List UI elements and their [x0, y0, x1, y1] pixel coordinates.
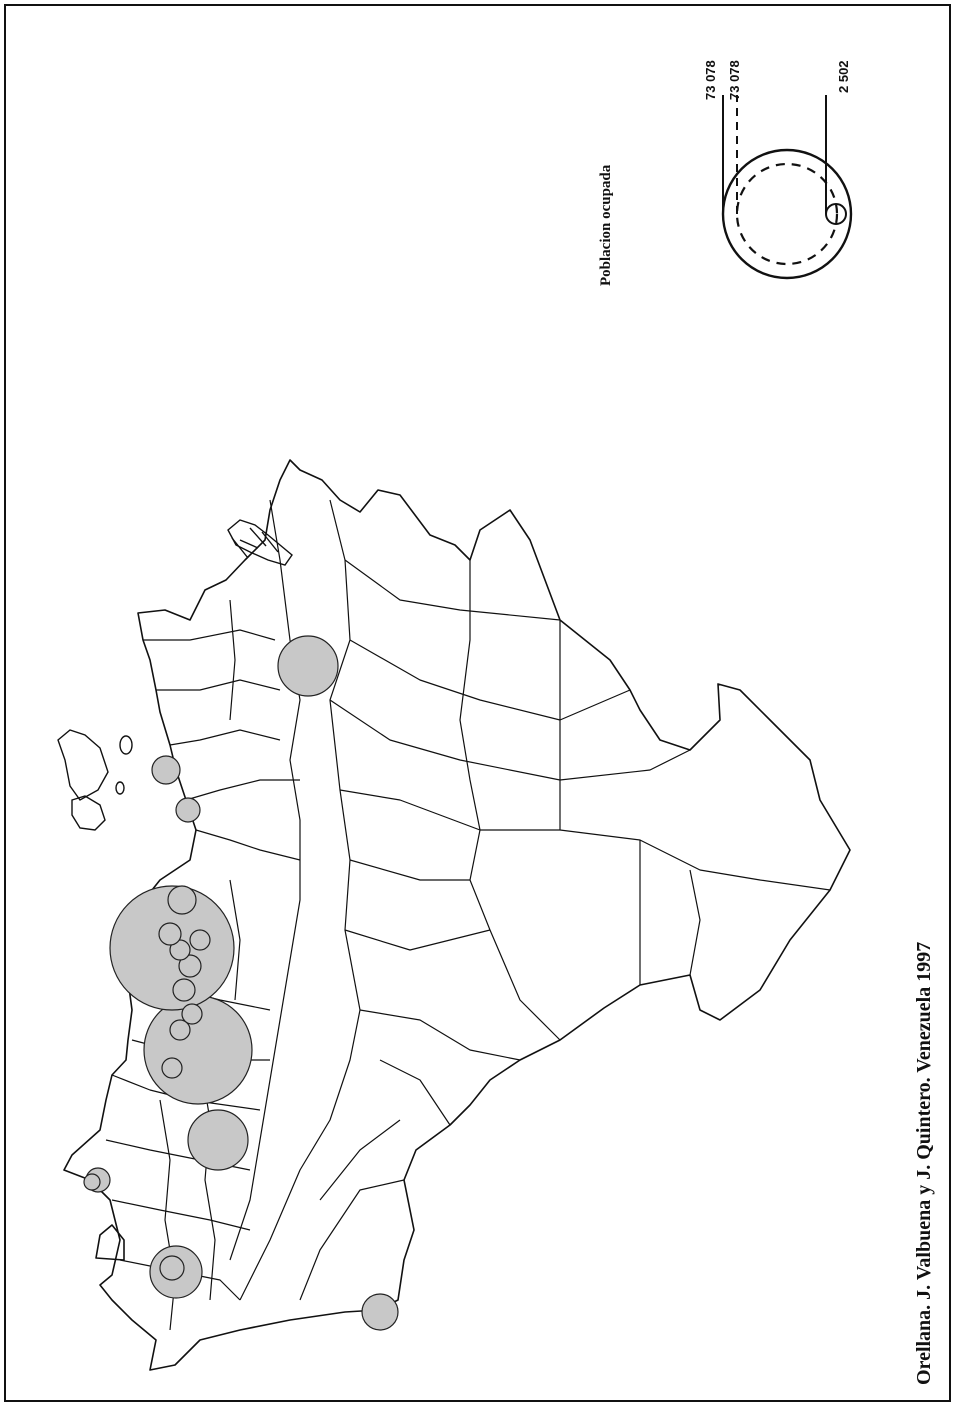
symbol-circle [181, 1003, 203, 1025]
symbol-circle [169, 939, 191, 961]
legend-graphic [721, 95, 853, 280]
symbol-circle [178, 954, 202, 978]
symbol-circle [361, 1293, 399, 1331]
proportional-symbols [83, 635, 399, 1331]
symbol-circle [172, 978, 196, 1002]
symbol-circle [161, 1057, 183, 1079]
legend-title: Poblacion ocupada [598, 164, 614, 286]
legend-value-max: 73 078 [703, 60, 718, 100]
map-frame [4, 4, 951, 1402]
symbol-circle [83, 1173, 101, 1191]
symbol-circle [175, 797, 201, 823]
symbol-circle [158, 922, 182, 946]
islands [57, 729, 133, 831]
symbol-circle [189, 929, 211, 951]
symbol-circle [151, 755, 181, 785]
symbol-circle [159, 1255, 185, 1281]
symbol-circle [277, 635, 339, 697]
delta-region [227, 519, 293, 566]
legend-value-min: 2 502 [836, 60, 851, 93]
legend-circle-max [721, 148, 853, 280]
symbol-circle [167, 885, 197, 915]
symbol-circle [187, 1109, 249, 1171]
legend-value-mid: 73 078 [727, 60, 742, 100]
symbol-circle [169, 1019, 191, 1041]
map-credit: Orellana. J. Valbuena y J. Quintero. Ven… [913, 941, 935, 1385]
legend-circle-mid [735, 162, 839, 266]
